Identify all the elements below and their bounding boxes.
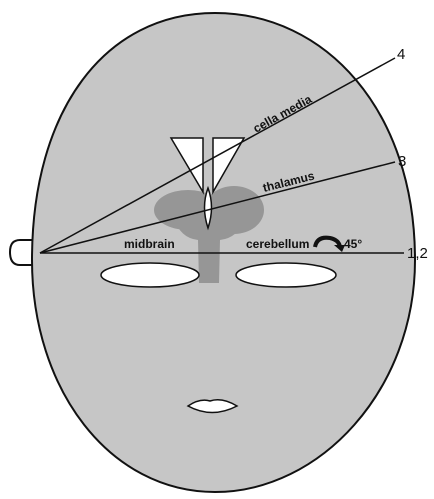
line-label-3: 3 (398, 153, 406, 170)
label-cerebellum: cerebellum (246, 237, 309, 251)
label-angle: 45° (344, 237, 362, 251)
label-midbrain: midbrain (124, 237, 175, 251)
line-label-1-2: 1,2 (407, 245, 428, 262)
eye-right (236, 263, 336, 287)
eye-left (101, 263, 199, 287)
line-label-4: 4 (397, 46, 405, 63)
third-ventricle (205, 188, 212, 228)
